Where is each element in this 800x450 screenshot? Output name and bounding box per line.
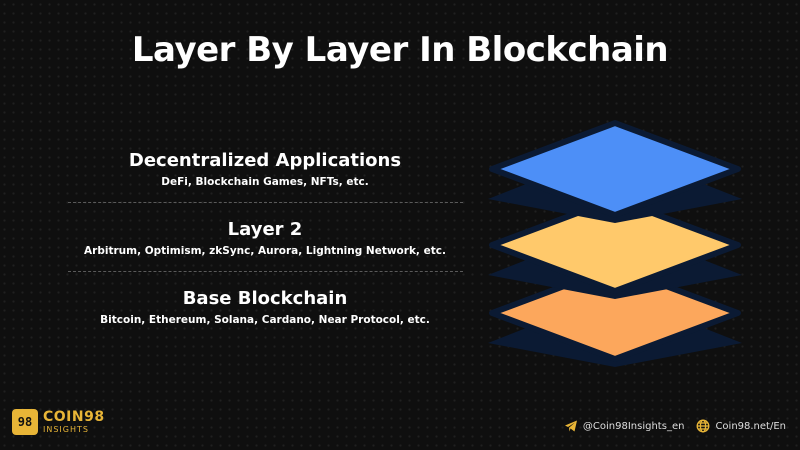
globe-icon [696,419,710,433]
layer-title: Decentralized Applications [128,150,402,171]
layer-item-layer2: Layer 2 Arbitrum, Optimism, zkSync, Auro… [60,219,470,259]
website-link[interactable]: Coin98.net/En [715,420,786,432]
layer-subtitle: Arbitrum, Optimism, zkSync, Aurora, Ligh… [84,245,446,257]
logo-mark: 98 [12,409,38,435]
telegram-handle[interactable]: @Coin98Insights_en [582,420,685,432]
brand-tagline: INSIGHTS [43,425,89,434]
divider [67,202,463,203]
layer-item-base: Base Blockchain Bitcoin, Ethereum, Solan… [60,288,470,328]
middle-layer-shape [488,196,742,299]
layer-subtitle: Bitcoin, Ethereum, Solana, Cardano, Near… [100,314,430,326]
layer-list: Decentralized Applications DeFi, Blockch… [60,150,470,328]
divider [67,271,463,272]
footer-links: @Coin98Insights_en Coin98.net/En [564,419,786,433]
brand-name: COIN98 [43,409,105,425]
brand-logo: 98 COIN98 INSIGHTS [12,409,105,435]
top-layer-shape [488,120,742,223]
layer-title: Layer 2 [227,219,303,240]
layer-subtitle: DeFi, Blockchain Games, NFTs, etc. [161,176,369,188]
page-title: Layer By Layer In Blockchain [131,30,669,70]
telegram-icon [564,419,578,433]
layer-item-applications: Decentralized Applications DeFi, Blockch… [60,150,470,190]
layer-stack-illustration [488,120,742,367]
layer-title: Base Blockchain [182,288,348,309]
bottom-layer-shape [488,264,742,367]
